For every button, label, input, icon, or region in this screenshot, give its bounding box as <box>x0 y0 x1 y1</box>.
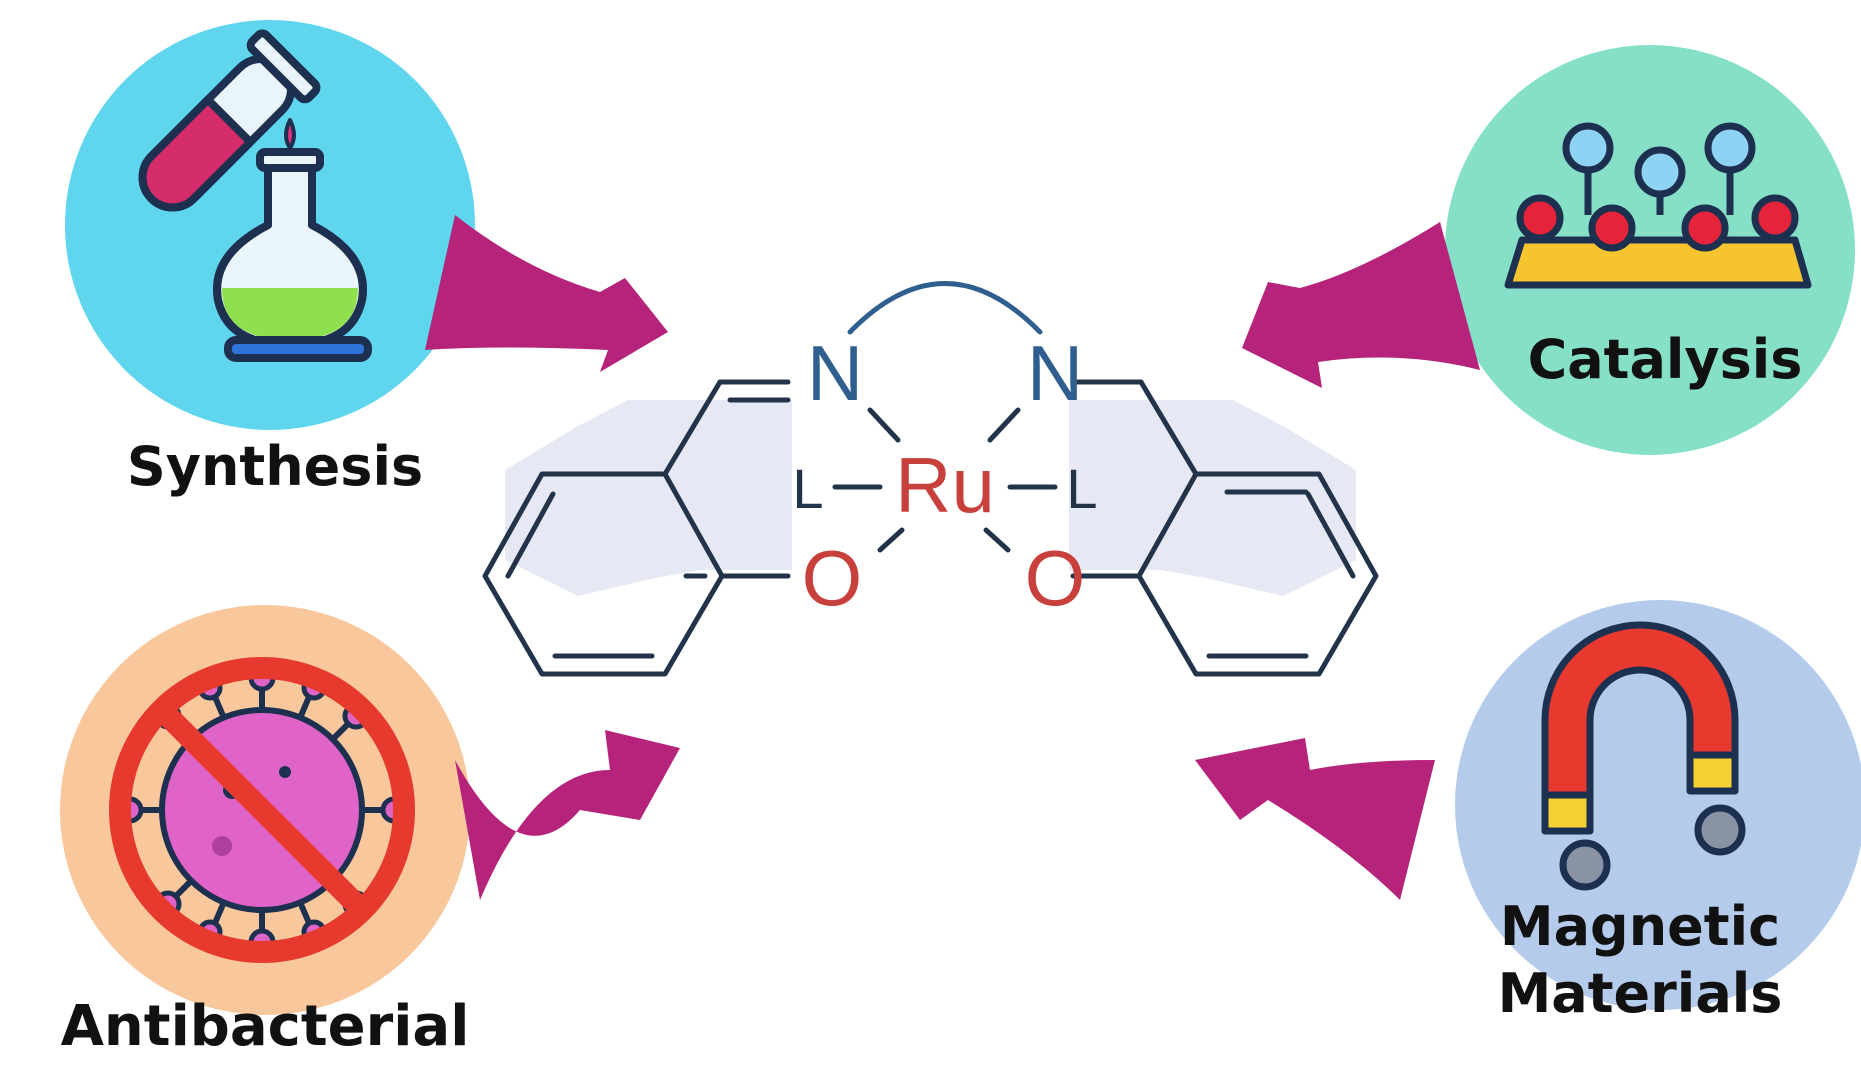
magnetic-label-line2: Materials <box>1498 962 1783 1025</box>
arrow-antibacterial <box>455 730 680 900</box>
synthesis-label: Synthesis <box>127 435 423 498</box>
oxygen-right: O <box>1025 534 1086 622</box>
ru-complex: N N Ru L L O O <box>482 281 1379 677</box>
synthesis-group: Synthesis <box>65 20 475 498</box>
nitrogen-right: N <box>1027 329 1083 417</box>
chelate-shading-left <box>505 400 792 596</box>
antibacterial-group: Antibacterial <box>60 605 470 1059</box>
test-tube-and-flask-icon <box>138 29 372 362</box>
arrows <box>425 215 1480 900</box>
arrow-catalysis <box>1242 222 1480 388</box>
magnetic-group: Magnetic Materials <box>1455 600 1861 1025</box>
chelate-shading-right <box>1069 400 1356 596</box>
ruthenium-center: Ru <box>895 441 995 529</box>
diamine-bridge <box>847 281 1043 335</box>
arrow-synthesis <box>425 215 668 372</box>
ligand-left: L <box>792 457 823 520</box>
nitrogen-left: N <box>807 329 863 417</box>
ligand-right: L <box>1066 457 1097 520</box>
arrow-magnetic <box>1195 738 1435 900</box>
no-bacteria-icon <box>109 657 415 963</box>
catalysis-group: Catalysis <box>1445 45 1855 455</box>
antibacterial-label: Antibacterial <box>61 994 470 1059</box>
magnetic-label-line1: Magnetic <box>1500 895 1780 958</box>
catalysis-label: Catalysis <box>1528 328 1803 391</box>
oxygen-left: O <box>802 534 863 622</box>
horseshoe-magnet-icon <box>1541 621 1746 891</box>
catalyst-surface-icon <box>1504 122 1812 289</box>
